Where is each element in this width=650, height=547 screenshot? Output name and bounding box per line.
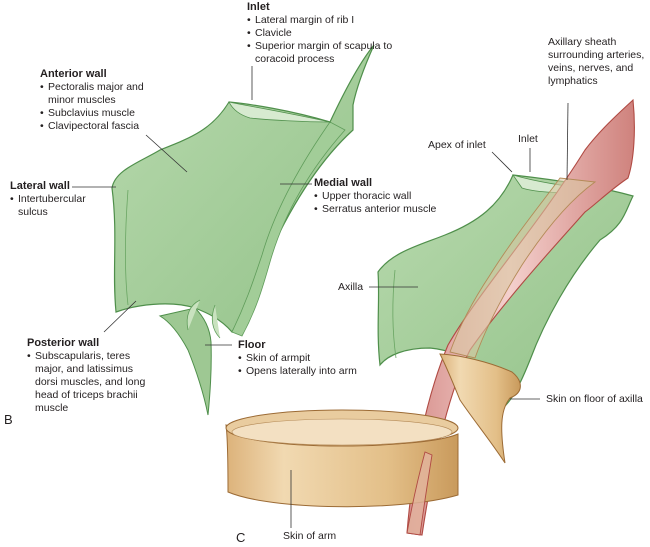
label-skin-of-arm: Skin of arm xyxy=(283,530,337,542)
label-posterior-wall-item: Subscapularis, teres major, and latissim… xyxy=(27,350,147,415)
label-lateral-wall: Lateral wall Intertubercular sulcus xyxy=(10,180,103,219)
label-posterior-wall: Posterior wall Subscapularis, teres majo… xyxy=(27,337,147,415)
label-inlet-b-title: Inlet xyxy=(247,1,270,13)
label-floor-item: Opens laterally into arm xyxy=(238,365,357,378)
skin-floor-axilla xyxy=(439,353,521,464)
label-inlet-b-item: Lateral margin of rib I xyxy=(247,14,415,27)
label-inlet-b-item: Superior margin of scapula to coracoid p… xyxy=(247,40,415,66)
leader-sheath-c xyxy=(566,102,569,181)
label-floor-title: Floor xyxy=(238,339,266,351)
label-floor-item: Skin of armpit xyxy=(238,352,357,365)
axillary-sheath xyxy=(449,177,597,359)
label-anterior-wall-item: Subclavius muscle xyxy=(40,107,166,120)
label-anterior-wall-item: Clavipectoral fascia xyxy=(40,120,166,133)
leader-apex-c xyxy=(491,151,513,173)
panel-letter-c: C xyxy=(236,530,246,545)
label-skin-floor-axilla: Skin on floor of axilla xyxy=(546,393,643,405)
axilla-walls-b xyxy=(111,44,375,416)
label-medial-wall-item: Serratus anterior muscle xyxy=(314,203,436,216)
label-inlet-c: Inlet xyxy=(518,133,538,145)
label-floor: Floor Skin of armpit Opens laterally int… xyxy=(238,339,357,378)
panel-letter-b: B xyxy=(4,412,13,427)
label-medial-wall: Medial wall Upper thoracic wall Serratus… xyxy=(314,177,436,216)
floor-tip-b xyxy=(158,307,212,416)
skin-of-arm-ring xyxy=(225,409,459,536)
label-axillary-sheath: Axillary sheath surrounding arteries, ve… xyxy=(548,36,645,87)
label-inlet-b: Inlet Lateral margin of rib I Clavicle S… xyxy=(247,1,415,66)
label-anterior-wall: Anterior wall Pectoralis major and minor… xyxy=(40,68,166,133)
inlet-opening-b xyxy=(228,101,331,123)
label-lateral-wall-item: Intertubercular sulcus xyxy=(10,193,103,219)
label-anterior-wall-title: Anterior wall xyxy=(40,68,107,80)
label-anterior-wall-item: Pectoralis major and minor muscles xyxy=(40,81,166,107)
label-medial-wall-title: Medial wall xyxy=(314,177,373,189)
label-apex-of-inlet: Apex of inlet xyxy=(428,139,486,151)
medial-wall-band-b xyxy=(231,121,346,337)
label-lateral-wall-title: Lateral wall xyxy=(10,180,70,192)
leader-lines xyxy=(72,66,569,528)
leader-posterior-b xyxy=(103,300,137,333)
leader-anterior-b xyxy=(145,134,188,173)
label-axilla: Axilla xyxy=(338,281,364,293)
label-inlet-b-item: Clavicle xyxy=(247,27,415,40)
label-medial-wall-item: Upper thoracic wall xyxy=(314,190,436,203)
label-posterior-wall-title: Posterior wall xyxy=(27,337,100,349)
